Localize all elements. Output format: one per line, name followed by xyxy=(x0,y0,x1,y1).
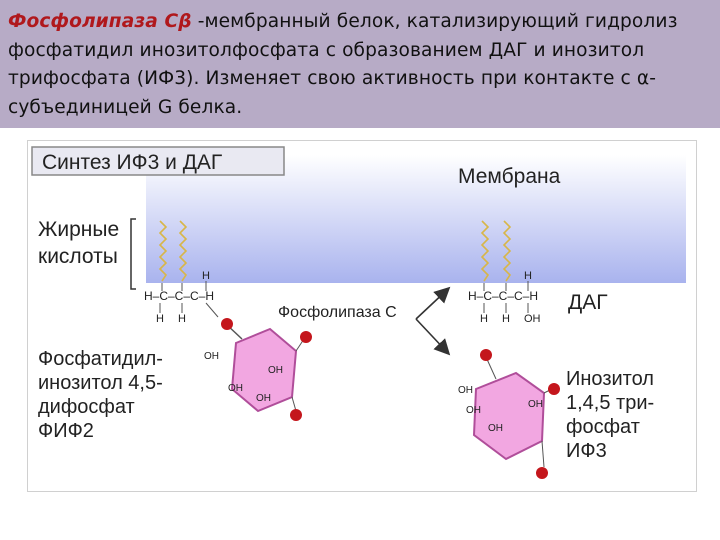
atom-h: H xyxy=(156,313,164,325)
hydroxyl-label: OH xyxy=(458,385,473,396)
pip2-label-1: Фосфатидил- xyxy=(38,348,163,370)
title-box xyxy=(31,146,285,176)
membrane-band xyxy=(146,155,686,283)
atom-h: H xyxy=(524,270,532,282)
hydroxyl-label: OH xyxy=(466,405,481,416)
bond xyxy=(291,396,297,412)
atom-h: H xyxy=(480,313,488,325)
ip3-label-4: ИФ3 xyxy=(566,440,607,462)
phosphate-group xyxy=(290,409,302,421)
ip3-label-1: Инозитол xyxy=(566,368,654,390)
atom-h: H xyxy=(502,313,510,325)
fatty-acid-chain xyxy=(502,220,512,282)
fatty-acid-chain xyxy=(178,220,188,282)
hydroxyl-label: OH xyxy=(524,313,541,325)
hydroxyl-label: OH xyxy=(488,423,503,434)
atom-h: H xyxy=(202,270,210,282)
phosphate-group xyxy=(548,383,560,395)
ip3-dag-diagram: Синтез ИФ3 и ДАГ Мембрана Жирные кислоты… xyxy=(27,140,697,492)
backbone-atoms: H–C–C–C–H xyxy=(144,289,214,303)
dag-backbone: H H–C–C–C–H H H OH xyxy=(468,270,541,325)
enzyme-title: Фосфолипаза Cβ xyxy=(8,11,192,32)
pip2-hydroxyls: OH OH OH OH xyxy=(204,351,283,404)
membrane-label: Мембрана xyxy=(458,165,561,188)
bond xyxy=(541,440,545,468)
fatty-acid-chain xyxy=(480,220,490,282)
dag-label: ДАГ xyxy=(568,291,608,314)
bond xyxy=(205,302,219,318)
pip2-label-3: дифосфат xyxy=(38,396,135,418)
phosphate-group xyxy=(536,467,548,479)
ip3-inositol-ring xyxy=(472,371,546,461)
ip3-label-2: 1,4,5 три- xyxy=(566,392,654,414)
ip3-hydroxyls: OH OH OH OH xyxy=(458,385,543,434)
pip2-label-2: инозитол 4,5- xyxy=(38,372,163,394)
fatty-acids-bracket xyxy=(130,218,136,290)
fatty-acids-label-1: Жирные xyxy=(38,218,119,241)
header-line-4: субъединицей G белка. xyxy=(8,96,243,118)
ip3-label-3: фосфат xyxy=(566,416,640,438)
fatty-acid-chain xyxy=(158,220,168,282)
arrow-to-dag xyxy=(415,286,451,320)
phosphate-group xyxy=(300,331,312,343)
header-line-3: трифосфата (ИФ3). Изменяет свою активнос… xyxy=(8,68,657,89)
enzyme-label: Фосфолипаза С xyxy=(278,304,397,321)
phosphate-group xyxy=(221,318,233,330)
hydroxyl-label: OH xyxy=(228,383,243,394)
diagram-title: Синтез ИФ3 и ДАГ xyxy=(42,151,222,174)
pip2-label-4: ФИФ2 xyxy=(38,420,94,442)
header-line-1: -мембранный белок, катализирующий гидрол… xyxy=(191,11,678,32)
right-fatty-acid-chains xyxy=(480,220,512,282)
slide-header: Фосфолипаза Cβ -мембранный белок, катали… xyxy=(0,0,720,128)
phosphate-group xyxy=(480,349,492,361)
header-line-2: фосфатидил инозитолфосфата с образование… xyxy=(8,39,645,61)
left-fatty-acid-chains xyxy=(158,220,188,282)
arrow-to-ip3 xyxy=(415,318,451,356)
hydroxyl-label: OH xyxy=(256,393,271,404)
atom-h: H xyxy=(178,313,186,325)
fatty-acids-label-2: кислоты xyxy=(38,245,118,268)
left-glycerol-backbone: H H–C–C–C–H H H xyxy=(144,270,214,325)
hydroxyl-label: OH xyxy=(528,399,543,410)
hydroxyl-label: OH xyxy=(204,351,219,362)
hydroxyl-label: OH xyxy=(268,365,283,376)
diagram-canvas: Синтез ИФ3 и ДАГ Мембрана Жирные кислоты… xyxy=(31,146,686,479)
backbone-atoms: H–C–C–C–H xyxy=(468,289,538,303)
header-text: Фосфолипаза Cβ -мембранный белок, катали… xyxy=(8,8,710,37)
